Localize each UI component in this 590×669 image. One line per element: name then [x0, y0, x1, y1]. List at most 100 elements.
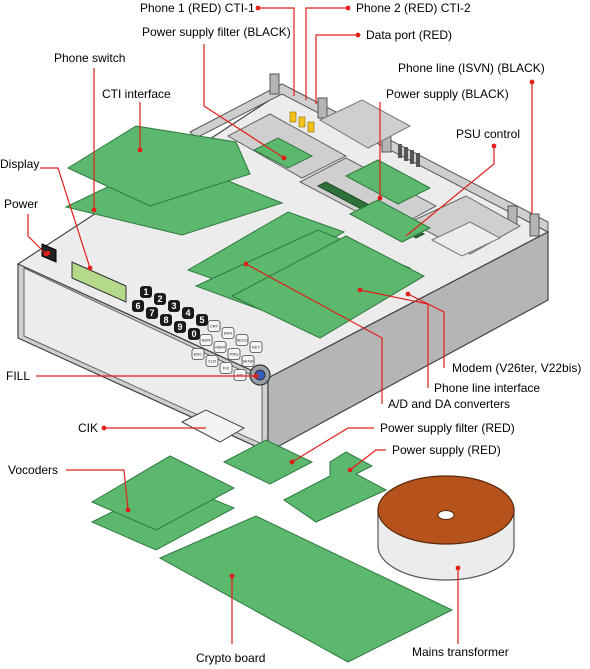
- key-7[interactable]: 7: [146, 307, 158, 319]
- key-9[interactable]: 9: [174, 321, 186, 333]
- label-psu-black: Power supply (BLACK): [386, 87, 509, 101]
- case-post: [317, 97, 328, 119]
- function-key-send[interactable]: SEND: [241, 355, 255, 367]
- leader-end: [87, 265, 93, 271]
- loose-parts: [90, 439, 515, 663]
- function-key-cry[interactable]: CRY: [207, 320, 221, 332]
- label-psu-control: PSU control: [456, 127, 520, 141]
- key-0[interactable]: 0: [188, 328, 200, 340]
- function-key-no[interactable]: NO: [233, 369, 247, 381]
- function-key-label: ADR: [202, 338, 211, 343]
- function-key-label: SEND: [242, 359, 253, 364]
- key-label: 1: [143, 287, 148, 297]
- key-8[interactable]: 8: [160, 314, 172, 326]
- label-phone1: Phone 1 (RED) CTI-1: [140, 1, 255, 15]
- leader-psu-filter-black: [203, 44, 285, 159]
- leader-lines: [27, 5, 535, 644]
- key-label: 9: [177, 322, 182, 332]
- function-key-label: MEM: [215, 345, 224, 350]
- leader-end: [357, 287, 363, 293]
- label-power: Power: [4, 197, 38, 211]
- function-key-era[interactable]: ERA: [221, 327, 235, 339]
- leader-end: [101, 425, 107, 431]
- case-front-right-wall: [267, 231, 549, 454]
- function-key-clr[interactable]: CLR: [205, 355, 219, 367]
- key-label: 6: [135, 301, 140, 311]
- key-6[interactable]: 6: [132, 300, 144, 312]
- function-key-mem[interactable]: MEM: [213, 341, 227, 353]
- leader-end: [529, 79, 535, 85]
- function-key-label: KEY: [252, 345, 260, 350]
- case-post: [529, 213, 540, 237]
- key-label: 0: [191, 329, 196, 339]
- key-label: 3: [171, 301, 176, 311]
- phone-line-connector: [398, 144, 402, 158]
- function-key-fix[interactable]: FIX: [219, 362, 233, 374]
- function-key-enc[interactable]: ENC: [191, 348, 205, 360]
- board-psu-control: [348, 199, 432, 243]
- phone-line-connector: [404, 147, 408, 161]
- leader-end: [125, 507, 131, 513]
- label-cik: CIK: [78, 421, 98, 435]
- leader-end: [345, 5, 351, 11]
- leader-psu-control: [405, 146, 495, 237]
- function-key-secu[interactable]: SECU: [235, 334, 249, 346]
- key-label: 4: [185, 308, 190, 318]
- phone-line-connector: [416, 153, 420, 167]
- function-key-label: SECU: [236, 338, 247, 343]
- function-key-label: PRG: [230, 352, 239, 357]
- label-display: Display: [0, 157, 39, 171]
- leader-end: [229, 573, 235, 579]
- key-5[interactable]: 5: [196, 314, 208, 326]
- yellow-connector: [307, 121, 315, 133]
- key-1[interactable]: 1: [140, 286, 152, 298]
- leader-phone-line-interface: [359, 289, 429, 388]
- board-power-supply-black: [344, 159, 432, 205]
- key-3[interactable]: 3: [168, 300, 180, 312]
- label-psu-filter-red: Power supply filter (RED): [380, 421, 515, 435]
- circuit-boards: [64, 125, 432, 339]
- label-phone-switch: Phone switch: [54, 51, 125, 65]
- cik-card[interactable]: [180, 409, 246, 443]
- key-label: 7: [149, 308, 154, 318]
- key-label: 2: [157, 294, 162, 304]
- leader-power: [27, 214, 47, 255]
- function-key-label: CRY: [210, 324, 219, 329]
- key-label: 5: [199, 315, 204, 325]
- leader-phone1: [258, 7, 295, 96]
- leader-data-port: [315, 34, 358, 104]
- label-psu-red: Power supply (RED): [392, 443, 501, 457]
- label-data-port: Data port (RED): [366, 28, 452, 42]
- function-key-label: NO: [237, 373, 243, 378]
- function-key-label: FIX: [223, 366, 230, 371]
- function-key-prg[interactable]: PRG: [227, 348, 241, 360]
- leader-end: [281, 155, 287, 161]
- board-modem: [230, 235, 426, 339]
- leader-end: [355, 32, 361, 38]
- label-cti-interface: CTI interface: [102, 87, 171, 101]
- compartment: [318, 99, 412, 149]
- leader-phone2: [305, 7, 348, 100]
- leader-end: [347, 467, 353, 473]
- function-key-label: ENC: [194, 352, 203, 357]
- label-phone-line-interface: Phone line interface: [434, 381, 540, 395]
- function-key-adr[interactable]: ADR: [199, 334, 213, 346]
- label-fill: FILL: [6, 369, 30, 383]
- key-2[interactable]: 2: [154, 293, 166, 305]
- board-cti-interface: [66, 125, 251, 207]
- leader-end: [91, 207, 97, 213]
- leader-end: [137, 147, 143, 153]
- function-key-key[interactable]: KEY: [249, 341, 263, 353]
- lcd-display: [71, 261, 127, 303]
- leader-psu-filter-red: [291, 427, 374, 463]
- function-key-label: ERA: [224, 331, 233, 336]
- yellow-connector: [298, 116, 306, 128]
- label-ad-da: A/D and DA converters: [388, 397, 510, 411]
- board-psu-filter-red: [222, 439, 314, 485]
- mains-transformer: [377, 475, 515, 581]
- case-post: [269, 73, 280, 95]
- key-4[interactable]: 4: [182, 307, 194, 319]
- leader-end: [377, 195, 383, 201]
